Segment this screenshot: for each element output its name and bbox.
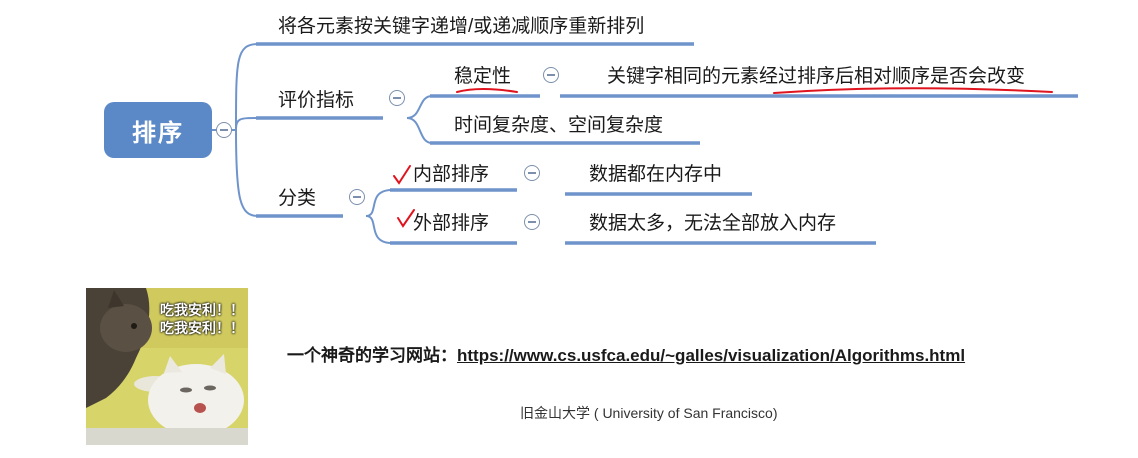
definition-node[interactable]: 将各元素按关键字递增/或递减顺序重新排列	[278, 16, 645, 37]
external-sort-node[interactable]: 外部排序	[413, 213, 490, 234]
complexity-node[interactable]: 时间复杂度、空间复杂度	[454, 115, 664, 136]
university-caption: 旧金山大学 ( University of San Francisco)	[520, 405, 778, 421]
external-sort-description-node[interactable]: 数据太多，无法全部放入内存	[589, 213, 837, 234]
stability-description-node[interactable]: 关键字相同的元素经过排序后相对顺序是否会改变	[607, 66, 1026, 87]
internal-sort-node[interactable]: 内部排序	[413, 164, 490, 185]
root-node-label: 排序	[132, 119, 184, 147]
internal-sort-description-node[interactable]: 数据都在内存中	[589, 164, 723, 185]
internal-check-mark	[393, 165, 411, 185]
cat-illustration	[86, 288, 248, 445]
cat-meme-image: 吃我安利！！ 吃我安利！！	[86, 288, 248, 445]
classification-node[interactable]: 分类	[278, 188, 317, 209]
description-underline-mark	[773, 87, 1053, 94]
website-link[interactable]: https://www.cs.usfca.edu/~galles/visuali…	[457, 346, 966, 365]
website-prefix: 一个神奇的学习网站：	[287, 346, 457, 365]
stability-collapse-icon[interactable]	[543, 67, 559, 83]
root-node-sorting[interactable]: 排序	[104, 102, 212, 158]
website-line: 一个神奇的学习网站：https://www.cs.usfca.edu/~gall…	[287, 341, 965, 366]
classification-collapse-icon[interactable]	[349, 189, 365, 205]
stability-node[interactable]: 稳定性	[454, 66, 512, 87]
root-collapse-icon[interactable]	[216, 122, 232, 138]
internal-sort-collapse-icon[interactable]	[524, 165, 540, 181]
evaluation-collapse-icon[interactable]	[389, 90, 405, 106]
cat-caption-line-2: 吃我安利！！	[160, 320, 244, 336]
evaluation-node[interactable]: 评价指标	[278, 90, 355, 111]
external-check-mark	[397, 209, 415, 228]
cat-caption-line-1: 吃我安利！！	[160, 302, 244, 318]
external-sort-collapse-icon[interactable]	[524, 214, 540, 230]
stability-underline-mark	[456, 88, 518, 93]
